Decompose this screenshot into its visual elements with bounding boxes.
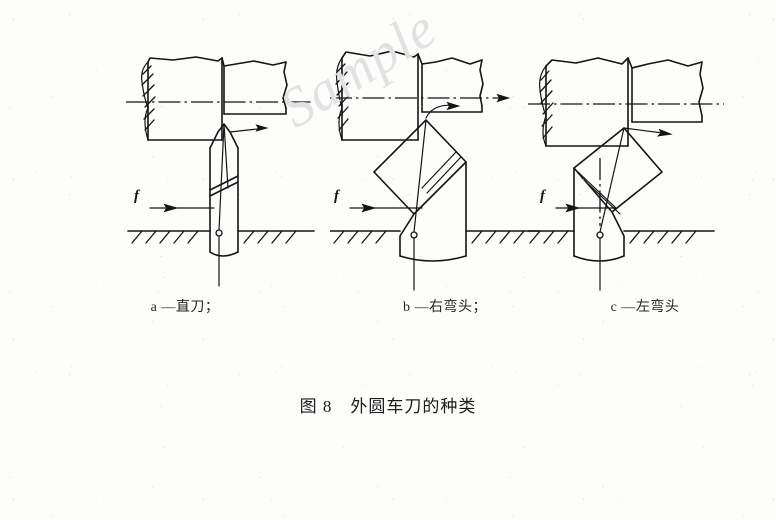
figure-number: 图 8 <box>299 397 333 416</box>
tool-head-c <box>573 127 663 215</box>
figure-caption: 图 8 外圆车刀的种类 <box>0 392 776 417</box>
diagram-panel-c: f <box>528 57 724 291</box>
panel-caption-c: c —左弯头 <box>610 300 680 315</box>
feed-arrow-b: f <box>334 188 423 213</box>
ground-line-a <box>127 230 315 244</box>
feed-label-b: f <box>334 188 341 204</box>
ground-line-c <box>528 230 715 244</box>
chip-arrow-c <box>623 127 673 137</box>
feed-label-c: f <box>540 188 547 204</box>
ground-line-b <box>330 230 539 244</box>
workpiece-b <box>335 50 484 141</box>
tool-body-a <box>209 123 269 287</box>
figure-title: 外圆车刀的种类 <box>350 397 477 416</box>
panel-caption-a: a —直刀； <box>150 300 220 315</box>
feed-arrow-a: f <box>134 188 215 213</box>
diagram-panel-a: f <box>126 56 315 287</box>
panel-caption-b: b —右弯头； <box>403 300 487 315</box>
feed-label-a: f <box>134 188 141 204</box>
diagram-panel-b: f <box>330 50 539 291</box>
tool-body-b <box>399 119 467 291</box>
chip-arrow-b <box>425 101 461 119</box>
workpiece-c <box>539 57 704 147</box>
tool-head-b <box>373 119 467 215</box>
